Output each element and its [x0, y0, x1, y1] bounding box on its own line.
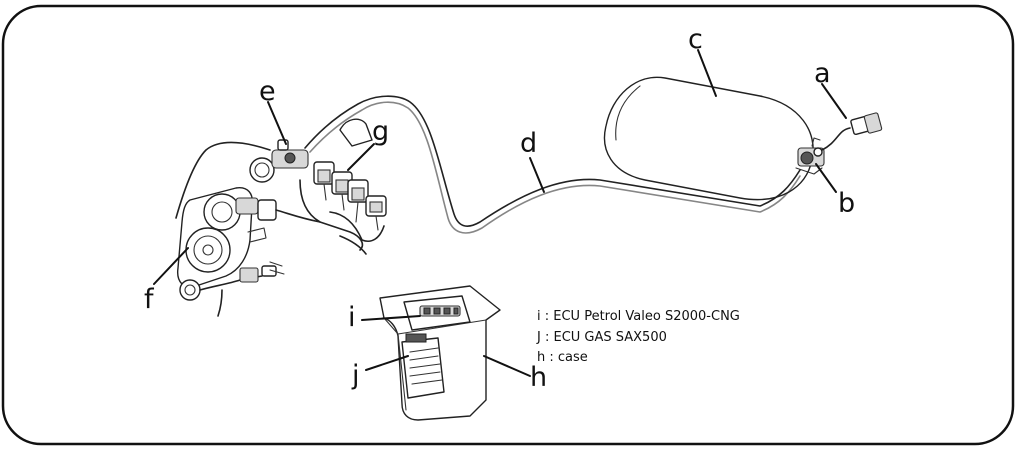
cng-tank [603, 76, 814, 201]
label-g: g [372, 116, 389, 147]
legend-line-2: J : ECU GAS SAX500 [536, 330, 667, 345]
label-a: a [814, 58, 831, 89]
label-e: e [259, 76, 276, 107]
leader-g [347, 143, 375, 171]
label-c: c [688, 24, 703, 55]
label-i: i [348, 302, 356, 333]
label-b: b [838, 188, 855, 219]
leader-i [361, 315, 421, 321]
pressure-regulator [177, 187, 321, 317]
leader-b [815, 163, 837, 193]
legend: i : ECU Petrol Valeo S2000-CNG J : ECU G… [536, 309, 740, 365]
leader-a [821, 83, 847, 119]
legend-line-1: i : ECU Petrol Valeo S2000-CNG [537, 309, 740, 324]
legend-line-3: h : case [537, 350, 588, 365]
label-j: j [351, 360, 360, 391]
pressure-gauge-valve [175, 139, 309, 219]
tank-valve [795, 137, 825, 175]
label-d: d [520, 128, 537, 159]
ecu-petrol [403, 295, 471, 331]
filling-connector [821, 112, 883, 151]
leader-d [529, 157, 545, 193]
leader-h [483, 355, 531, 377]
leader-c [697, 49, 717, 97]
injector-rail [299, 161, 387, 255]
ecu-gas [401, 333, 445, 399]
label-h: h [530, 362, 547, 393]
leader-f [153, 247, 189, 285]
diagram-frame [1, 4, 1015, 446]
leader-j [365, 355, 409, 371]
label-f: f [144, 284, 155, 315]
high-pressure-pipe [304, 95, 801, 234]
leader-e [267, 101, 287, 145]
